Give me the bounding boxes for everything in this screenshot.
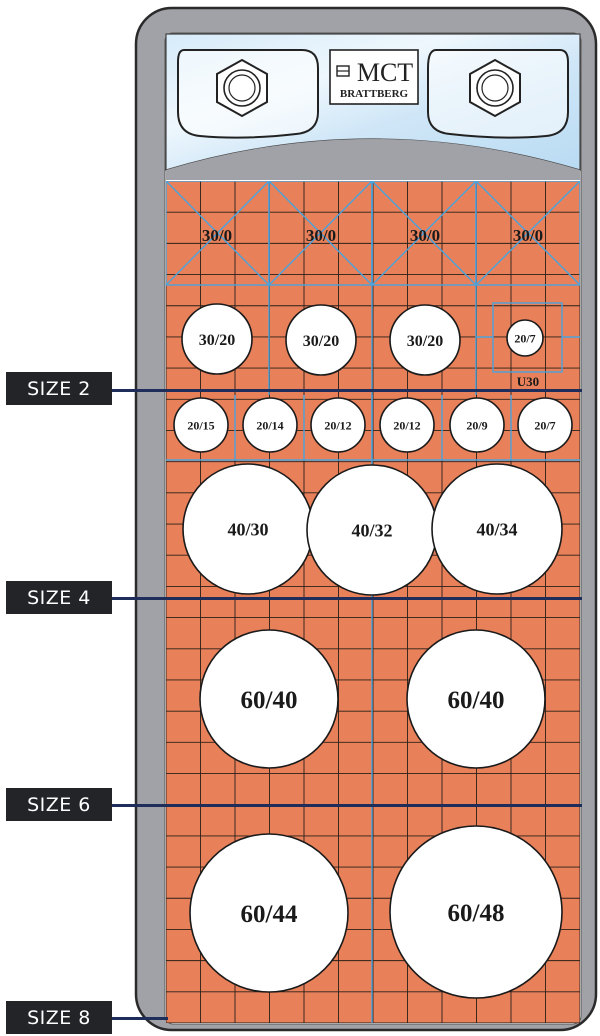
- seal-60-40: 60/40: [406, 629, 546, 769]
- seal-60-40: 60/40: [199, 629, 339, 769]
- seal-circle: [406, 629, 546, 769]
- seal-20-15: 20/15: [173, 397, 229, 453]
- module-30-0-label: 30/0: [202, 226, 232, 245]
- module-diagonal: [166, 181, 270, 286]
- module-diagonal: [268, 181, 373, 286]
- seal-circle: [379, 397, 435, 453]
- seal-label: 30/20: [407, 333, 443, 350]
- module-diagonal: [475, 181, 580, 286]
- seal-label: 20/7: [514, 331, 535, 345]
- seal-circle: [181, 303, 253, 375]
- seal-label: 40/30: [227, 519, 268, 539]
- seal-circle: [310, 397, 366, 453]
- seal-circle: [189, 833, 349, 993]
- seal-label: 60/44: [241, 901, 298, 928]
- left-bolt-plate: [177, 49, 319, 139]
- seal-label: 60/48: [448, 900, 505, 927]
- seal-label: 30/20: [303, 333, 339, 350]
- size-4-line: [112, 597, 582, 600]
- seal-30-20: 30/20: [181, 303, 253, 375]
- seal-label: 20/14: [256, 418, 283, 432]
- seal-label: 40/32: [351, 520, 392, 540]
- u30-label: U30: [517, 374, 539, 389]
- logo-mct-text: MCT: [357, 58, 413, 87]
- module-lines: [166, 181, 580, 1023]
- size-4-label: SIZE 4: [6, 581, 112, 614]
- seal-30-20: 30/20: [285, 304, 357, 376]
- seal-20-7: 20/7: [517, 397, 573, 453]
- seal-circle: [431, 463, 563, 595]
- seal-circle: [285, 304, 357, 376]
- seal-label: 30/20: [199, 332, 235, 349]
- logo-brattberg-text: BRATTBERG: [340, 88, 409, 100]
- seal-20-14: 20/14: [242, 397, 298, 453]
- seal-20-12: 20/12: [310, 397, 366, 453]
- right-bolt-plate: [427, 49, 569, 139]
- seal-label: 20/12: [324, 418, 351, 432]
- seal-circle: [173, 397, 229, 453]
- seal-40-32: 40/32: [306, 464, 438, 596]
- mct-brattberg-logo: MCT BRATTBERG: [329, 49, 419, 105]
- module-diagonal: [371, 181, 477, 286]
- seal-20-12: 20/12: [379, 397, 435, 453]
- seal-circle: [199, 629, 339, 769]
- seal-60-48: 60/48: [389, 825, 563, 999]
- seal-label: 60/40: [448, 687, 505, 714]
- seal-circle: [389, 304, 461, 376]
- size-8-label: SIZE 8: [6, 1001, 112, 1034]
- module-30-0-box: [475, 181, 580, 286]
- seal-label: 20/12: [393, 418, 420, 432]
- seal-label: 20/15: [187, 418, 214, 432]
- seal-circle: [506, 319, 544, 357]
- seal-circle: [449, 397, 505, 453]
- size-6-label: SIZE 6: [6, 788, 112, 821]
- seal-20-9: 20/9: [449, 397, 505, 453]
- module-30-0-label: 30/0: [513, 226, 543, 245]
- seal-40-30: 40/30: [182, 463, 314, 595]
- size-2-label: SIZE 2: [6, 372, 112, 405]
- module-30-0-label: 30/0: [306, 226, 336, 245]
- seals-layer: 30/20 30/20 30/20 20/7 20/15 20/14 20/12 20/12 2…: [173, 226, 573, 999]
- module-30-0-label: 30/0: [410, 226, 440, 245]
- seal-30-20: 30/20: [389, 304, 461, 376]
- seal-label: 40/34: [476, 519, 517, 539]
- seal-circle: [517, 397, 573, 453]
- size-8-line: [112, 1017, 168, 1020]
- size-2-line: [112, 389, 582, 392]
- seal-circle: [389, 825, 563, 999]
- seal-label: 20/9: [466, 418, 487, 432]
- seal-60-44: 60/44: [189, 833, 349, 993]
- size-6-line: [112, 804, 582, 807]
- frame-header: MCT BRATTBERG: [165, 33, 581, 180]
- seal-circle: [242, 397, 298, 453]
- seal-20-7: 20/7: [506, 319, 544, 357]
- seal-label: 60/40: [241, 687, 298, 714]
- seal-40-34: 40/34: [431, 463, 563, 595]
- seal-label: 20/7: [534, 418, 555, 432]
